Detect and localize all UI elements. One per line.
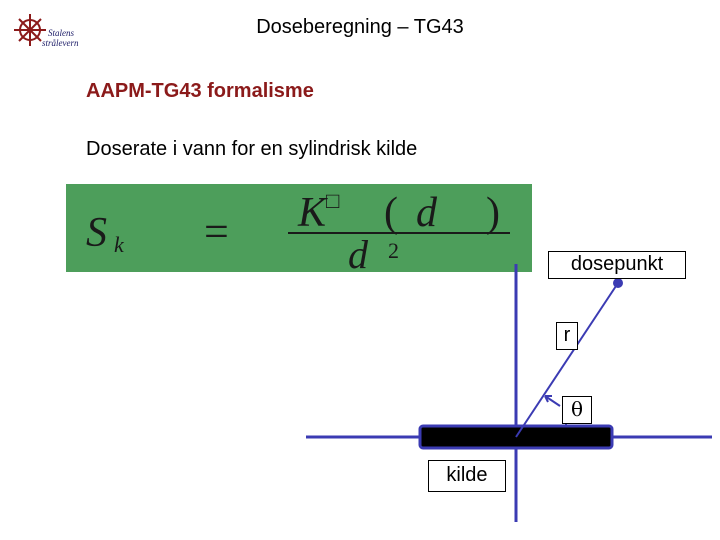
formula-lhs-subscript: k — [114, 232, 125, 257]
formula-missing-glyph: □ — [326, 188, 339, 213]
dose-point-label: dosepunkt — [548, 251, 686, 279]
formula-numerator-var: d — [416, 190, 438, 236]
subtitle: AAPM-TG43 formalisme — [86, 80, 314, 102]
stralevern-logo: Stalens strålevern — [14, 14, 79, 48]
distance-line-r — [515, 282, 619, 438]
description: Doserate i vann for en sylindrisk kilde — [86, 138, 418, 160]
formula-numerator-close: ) — [486, 190, 500, 236]
sun-wheel-icon — [14, 14, 46, 46]
dose-point-marker — [613, 278, 623, 288]
formula-numerator-symbol: K — [297, 190, 328, 236]
formula: S k = K □ ( d ) d 2 — [86, 188, 510, 277]
formula-numerator-open: ( — [384, 190, 398, 236]
source-label: kilde — [428, 460, 506, 492]
angle-arrow-icon — [544, 395, 561, 407]
formula-box: S k = K □ ( d ) d 2 — [66, 184, 532, 277]
logo-text-line1: Stalens — [48, 28, 74, 38]
logo-text-line2: strålevern — [42, 38, 79, 48]
angle-label: θ — [562, 396, 592, 424]
formula-lhs-symbol: S — [86, 210, 107, 256]
slide-title: Doseberegning – TG43 — [256, 16, 464, 38]
distance-label: r — [556, 322, 578, 350]
formula-denominator-power: 2 — [388, 238, 399, 263]
formula-equals: = — [204, 207, 229, 256]
formula-denominator-var: d — [348, 232, 369, 272]
